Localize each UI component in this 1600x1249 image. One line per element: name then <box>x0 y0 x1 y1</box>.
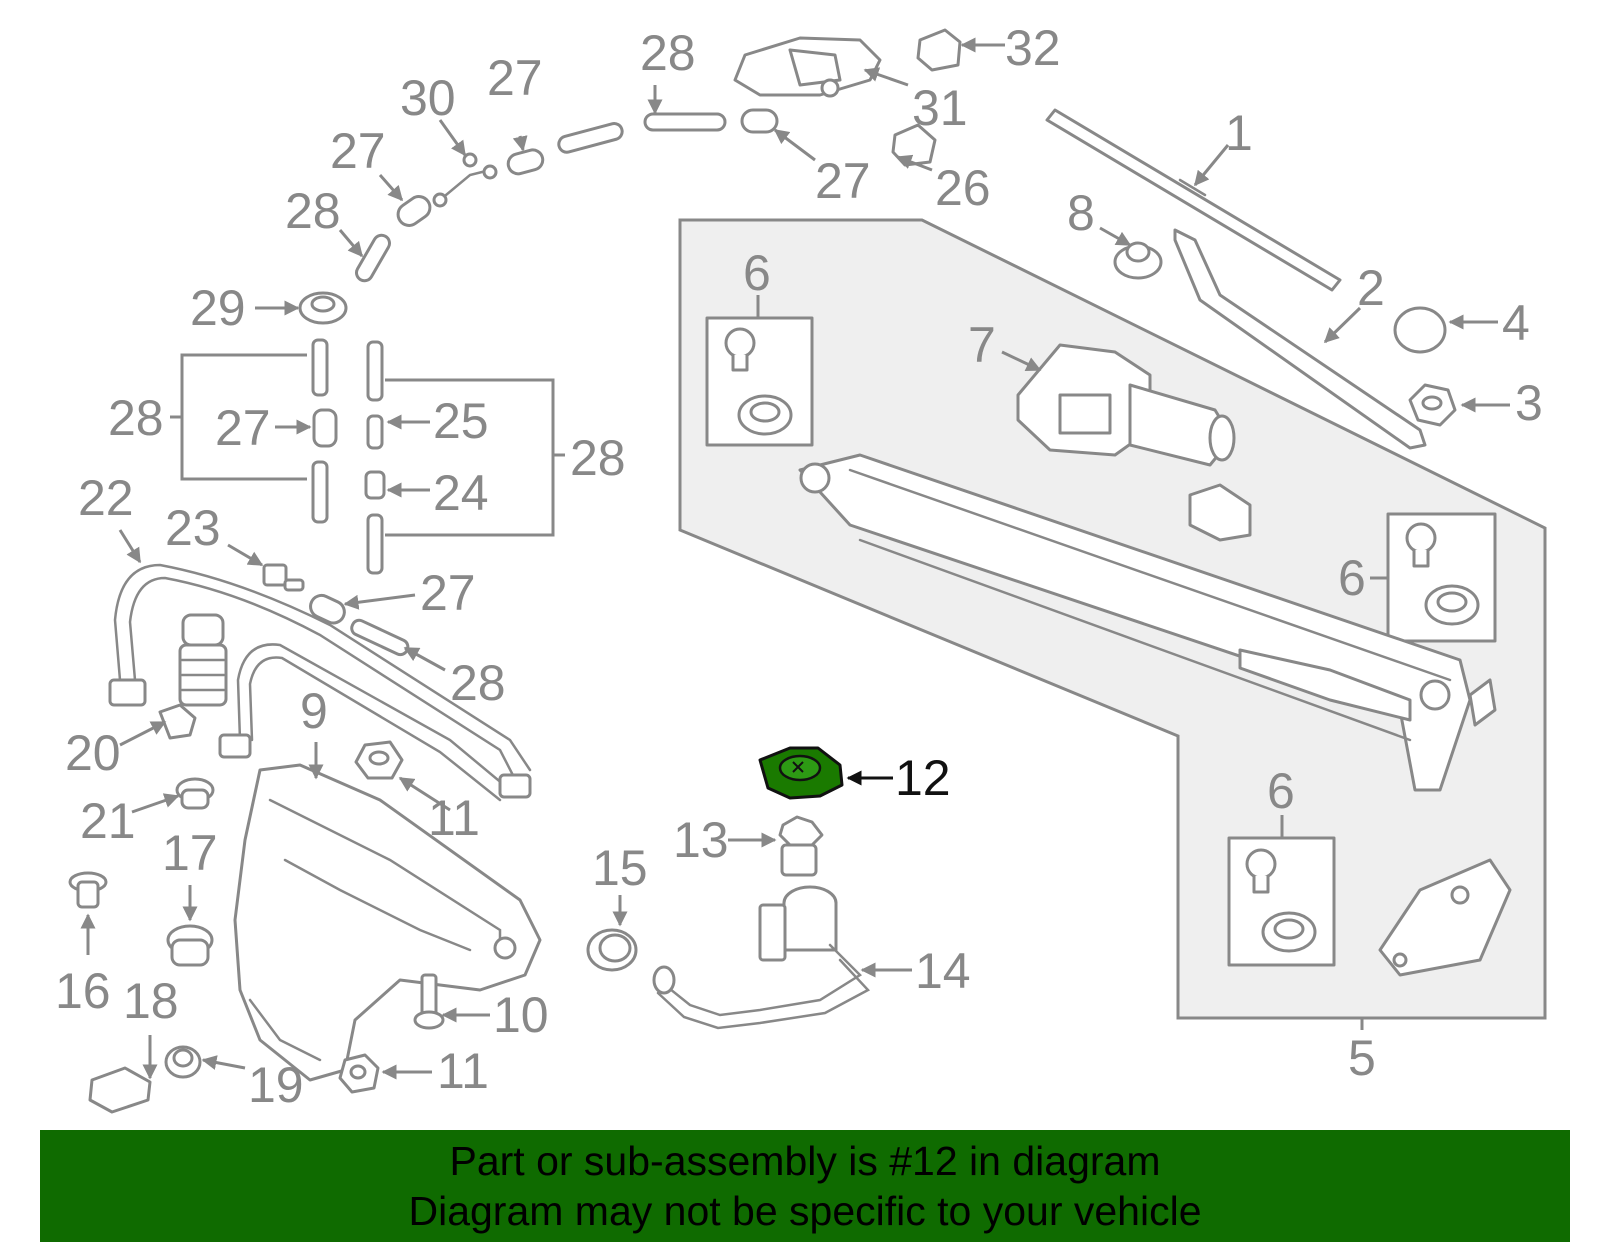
leader-lines <box>80 37 1510 1080</box>
wiper-arm <box>1173 228 1427 450</box>
hose-pieces-28 <box>311 338 386 575</box>
callout-9: 9 <box>300 683 328 739</box>
grommet-21 <box>175 777 215 810</box>
callout-27-e: 27 <box>420 565 476 621</box>
wiper-blade <box>1045 108 1342 292</box>
callout-28-e: 28 <box>450 655 506 711</box>
callout-19: 19 <box>248 1057 304 1113</box>
callout-31: 31 <box>912 80 968 136</box>
bracket-28-right <box>385 378 565 537</box>
callout-11-bottom: 11 <box>437 1043 489 1099</box>
callout-6-right: 6 <box>1338 550 1366 606</box>
level-sensor-20 <box>158 703 197 740</box>
banner-line-2: Diagram may not be specific to your vehi… <box>408 1188 1202 1234</box>
nut-11-top <box>354 740 404 780</box>
callout-27-b: 27 <box>330 123 386 179</box>
grommet-19 <box>164 1045 202 1079</box>
callout-10: 10 <box>493 987 549 1043</box>
callout-15: 15 <box>592 840 648 896</box>
bracket-28-left <box>170 353 307 481</box>
washer-reservoir <box>233 763 542 1082</box>
callout-32: 32 <box>1005 20 1061 76</box>
wiper-linkage-bar <box>798 453 1497 792</box>
callout-28-d: 28 <box>570 430 626 486</box>
washer-hose-top <box>355 108 779 283</box>
hose-27-mid <box>309 593 346 625</box>
highlighted-part-12 <box>758 746 844 800</box>
callout-25: 25 <box>433 393 489 449</box>
washer-pump <box>178 613 228 707</box>
banner-line-1: Part or sub-assembly is #12 in diagram <box>449 1138 1161 1184</box>
callout-27-c: 27 <box>815 153 871 209</box>
callout-4: 4 <box>1502 295 1530 351</box>
callout-16: 16 <box>55 963 111 1019</box>
grommet-part-bottom <box>1245 848 1317 953</box>
grommet-17 <box>166 924 214 967</box>
callout-8: 8 <box>1067 185 1095 241</box>
info-banner: Part or sub-assembly is #12 in diagram D… <box>40 1130 1570 1242</box>
sensor-18 <box>88 1066 152 1114</box>
callout-23: 23 <box>165 500 221 556</box>
connector-32 <box>916 28 962 72</box>
motor-connector <box>1188 483 1252 542</box>
callout-26: 26 <box>935 160 991 216</box>
grommet-29 <box>298 291 348 325</box>
washer-hose-assembly <box>108 563 532 802</box>
callout-17: 17 <box>162 825 218 881</box>
callout-30: 30 <box>400 70 456 126</box>
bolt-10 <box>413 973 445 1030</box>
nut-11-bottom <box>338 1053 380 1094</box>
plug-15 <box>586 928 638 972</box>
callout-5: 5 <box>1348 1030 1376 1086</box>
callout-6-top: 6 <box>743 245 771 301</box>
filler-cap-13 <box>778 815 824 877</box>
callout-27-a: 27 <box>487 50 543 106</box>
callout-1: 1 <box>1225 105 1253 161</box>
callout-20: 20 <box>65 725 121 781</box>
filler-neck-14 <box>652 885 871 1030</box>
callout-11-top: 11 <box>428 790 480 846</box>
callout-22: 22 <box>78 470 134 526</box>
wiper-arm-cap <box>1393 306 1447 354</box>
callout-24: 24 <box>433 465 489 521</box>
connector-23 <box>262 563 305 592</box>
callout-13: 13 <box>673 812 729 868</box>
callout-2: 2 <box>1357 260 1385 316</box>
callout-28-c: 28 <box>108 390 164 446</box>
wiper-arm-nut <box>1408 383 1457 427</box>
grommet-part-top <box>724 327 793 436</box>
callout-7: 7 <box>968 317 996 373</box>
callout-28-b: 28 <box>285 183 341 239</box>
grommet-8 <box>1113 241 1163 280</box>
plug-16 <box>68 871 108 909</box>
callout-29: 29 <box>190 280 246 336</box>
washer-nozzle-31 <box>733 36 882 98</box>
hose-28-mid <box>350 618 410 657</box>
callout-18: 18 <box>123 973 179 1029</box>
callout-labels: 1 2 3 4 5 6 6 6 7 8 9 10 11 11 12 13 14 … <box>55 20 1543 1113</box>
callout-14: 14 <box>915 943 971 999</box>
wiper-motor <box>1016 343 1236 467</box>
wiper-pivot-bracket <box>1378 858 1512 977</box>
callout-21: 21 <box>80 793 136 849</box>
callout-27-d: 27 <box>215 400 271 456</box>
grommet-part-right <box>1405 522 1480 626</box>
callout-12: 12 <box>895 750 951 806</box>
callout-6-bottom: 6 <box>1267 763 1295 819</box>
callout-28-a: 28 <box>640 25 696 81</box>
callout-3: 3 <box>1515 375 1543 431</box>
